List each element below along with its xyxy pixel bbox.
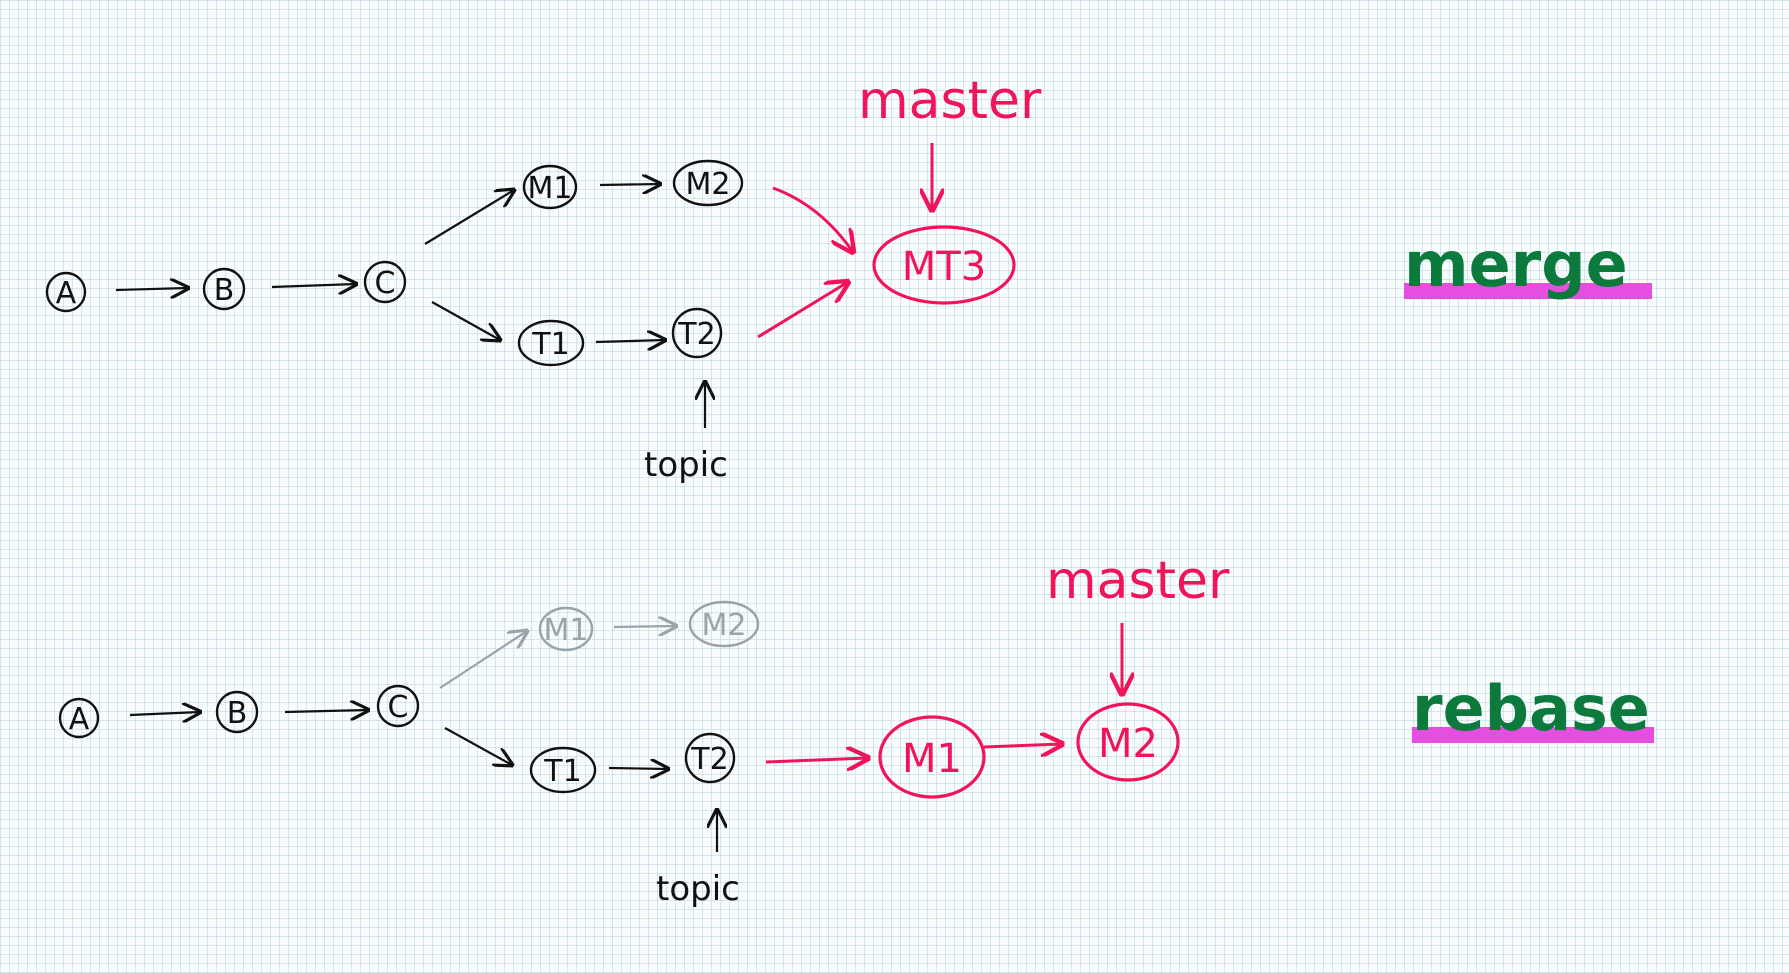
merge-master-label: master bbox=[858, 71, 1042, 131]
merge-node-m2-label: M2 bbox=[686, 167, 731, 202]
merge-node-t2: T2 bbox=[671, 307, 723, 359]
merge-arrow-m1-m2 bbox=[599, 184, 660, 185]
rebase-node-m2-old: M2 bbox=[688, 600, 760, 648]
rebase-node-m1-old-label: M1 bbox=[544, 613, 589, 648]
merge-topic-label: topic bbox=[644, 445, 728, 485]
rebase-arrow-t2-m1 bbox=[765, 758, 868, 762]
rebase-arrow-m1-m2-old bbox=[613, 626, 676, 627]
merge-title-highlight bbox=[1404, 283, 1652, 299]
rebase-arrow-b-c bbox=[284, 710, 368, 712]
merge-node-a: A bbox=[45, 271, 87, 313]
rebase-node-a: A bbox=[58, 697, 100, 739]
merge-node-mt3: MT3 bbox=[872, 225, 1016, 305]
merge-node-c: C bbox=[363, 260, 407, 304]
merge-node-t2-label: T2 bbox=[677, 317, 715, 352]
merge-arrow-t1-t2 bbox=[595, 340, 665, 342]
rebase-node-c-label: C bbox=[388, 690, 409, 725]
rebase-title-highlight bbox=[1412, 727, 1654, 743]
rebase-node-m2-new: M2 bbox=[1076, 702, 1180, 782]
merge-node-m1-label: M1 bbox=[528, 171, 573, 206]
rebase-arrow-a-b bbox=[129, 712, 200, 715]
rebase-node-t1: T1 bbox=[529, 746, 597, 794]
rebase-node-t2: T2 bbox=[684, 732, 736, 784]
merge-arrow-c-t1 bbox=[431, 301, 500, 340]
merge-arrow-a-b bbox=[115, 288, 188, 290]
merge-node-a-label: A bbox=[56, 276, 77, 311]
rebase-node-b-label: B bbox=[227, 696, 248, 731]
merge-node-t1-label: T1 bbox=[531, 327, 569, 362]
rebase-node-c: C bbox=[376, 684, 420, 728]
merge-node-m1: M1 bbox=[522, 164, 578, 210]
rebase-node-b: B bbox=[215, 690, 259, 734]
merge-node-mt3-label: MT3 bbox=[902, 244, 986, 290]
merge-node-b: B bbox=[202, 267, 246, 311]
rebase-arrow-c-t1 bbox=[444, 727, 512, 765]
merge-arrow-t2-mt3 bbox=[757, 282, 848, 339]
rebase-section: A B C M1 M2 T1 T2 M1 bbox=[58, 551, 1654, 909]
merge-title: merge bbox=[1404, 228, 1628, 301]
rebase-node-m2-new-label: M2 bbox=[1098, 721, 1158, 767]
merge-arrow-m2-mt3 bbox=[772, 186, 853, 252]
rebase-arrow-t1-t2 bbox=[608, 768, 668, 769]
merge-arrow-c-m1 bbox=[424, 190, 514, 245]
rebase-node-m1-old: M1 bbox=[538, 606, 594, 652]
merge-arrow-b-c bbox=[271, 284, 356, 287]
rebase-arrow-c-m1-old bbox=[439, 631, 527, 689]
rebase-node-t1-label: T1 bbox=[543, 754, 581, 789]
merge-node-m2: M2 bbox=[672, 159, 744, 207]
merge-node-c-label: C bbox=[375, 266, 396, 301]
rebase-master-label: master bbox=[1046, 551, 1230, 611]
rebase-node-m2-old-label: M2 bbox=[702, 608, 747, 643]
rebase-node-m1-new: M1 bbox=[878, 715, 986, 799]
merge-node-b-label: B bbox=[214, 273, 235, 308]
merge-node-t1: T1 bbox=[517, 319, 585, 367]
rebase-node-m1-new-label: M1 bbox=[902, 736, 962, 782]
rebase-node-a-label: A bbox=[69, 702, 90, 737]
rebase-topic-label: topic bbox=[656, 869, 740, 909]
rebase-arrow-m1-m2 bbox=[983, 744, 1062, 747]
rebase-node-t2-label: T2 bbox=[690, 742, 728, 777]
rebase-title: rebase bbox=[1412, 672, 1650, 745]
merge-section: A B C M1 M2 T1 T2 MT3 bbox=[45, 71, 1652, 485]
